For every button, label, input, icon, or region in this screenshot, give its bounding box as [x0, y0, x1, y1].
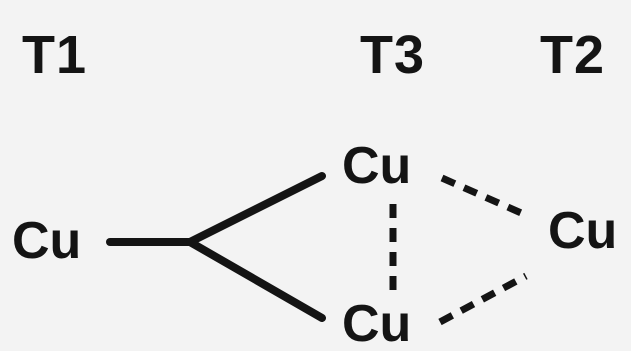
- bond-t1-to-t3-bottom: [186, 238, 326, 322]
- header-t1: T1: [22, 25, 88, 85]
- bond-t3-bottom-to-t2-dashed: [438, 272, 528, 326]
- bond-t1-to-t3-top: [186, 172, 326, 246]
- atom-t2-cu: Cu: [548, 202, 618, 260]
- bond-t3-top-to-t2-dashed: [440, 174, 530, 220]
- atom-t1-cu: Cu: [12, 212, 82, 270]
- header-t2: T2: [540, 25, 606, 85]
- atom-t3-top-cu: Cu: [342, 137, 412, 195]
- header-t3: T3: [360, 25, 426, 85]
- atom-t3-bottom-cu: Cu: [342, 295, 412, 351]
